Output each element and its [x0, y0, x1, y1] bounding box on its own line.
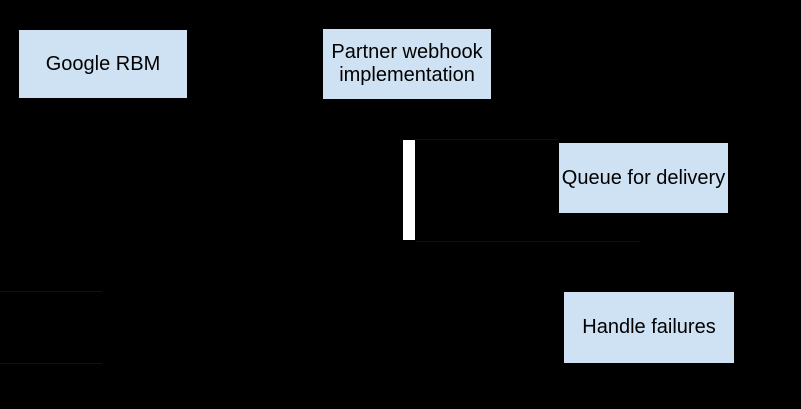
node-google-rbm: Google RBM — [18, 29, 188, 99]
node-handle-failures: Handle failures — [563, 291, 735, 364]
faint-separator-line — [0, 291, 102, 292]
node-handle-failures-label: Handle failures — [582, 316, 716, 338]
node-partner-webhook: Partner webhook implementation — [322, 28, 492, 100]
node-queue-for-delivery-label: Queue for delivery — [561, 166, 726, 189]
faint-arrow-line — [415, 241, 640, 242]
node-queue-for-delivery: Queue for delivery — [558, 142, 729, 214]
node-google-rbm-label: Google RBM — [45, 52, 161, 75]
activation-bar — [403, 140, 415, 240]
faint-arrow-line — [415, 139, 558, 140]
node-partner-webhook-label: Partner webhook implementation — [331, 41, 483, 86]
faint-separator-line — [0, 363, 102, 364]
